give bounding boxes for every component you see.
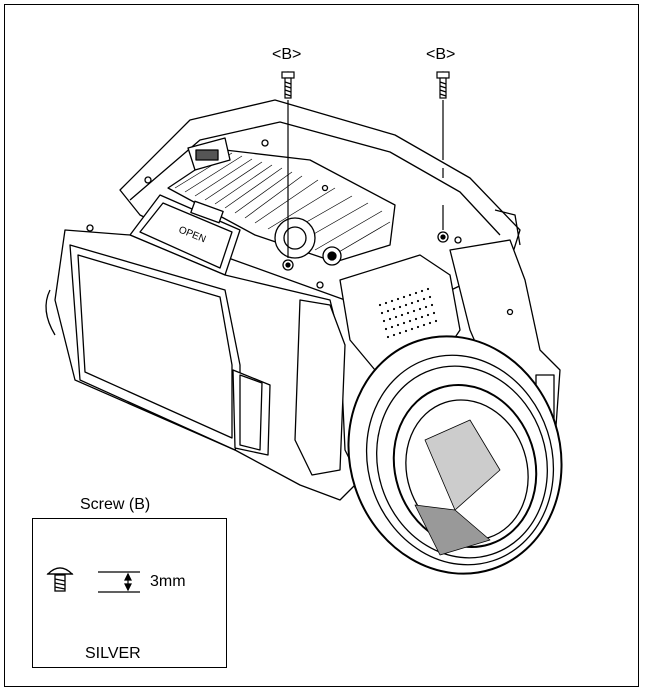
legend-dimension-lines [98, 571, 140, 593]
legend-screw-icon [46, 567, 74, 592]
legend-title: Screw (B) [80, 496, 151, 513]
screw-b-right [436, 71, 450, 230]
top-vent [167, 149, 396, 263]
screw-b-left [281, 71, 295, 258]
diagram-frame [4, 4, 639, 687]
legend-dimension: 3mm [150, 573, 186, 590]
legend-box [32, 518, 227, 668]
callout-screw-left: <B> [272, 46, 302, 63]
callout-screw-right: <B> [426, 46, 456, 63]
legend-finish: SILVER [85, 645, 141, 662]
